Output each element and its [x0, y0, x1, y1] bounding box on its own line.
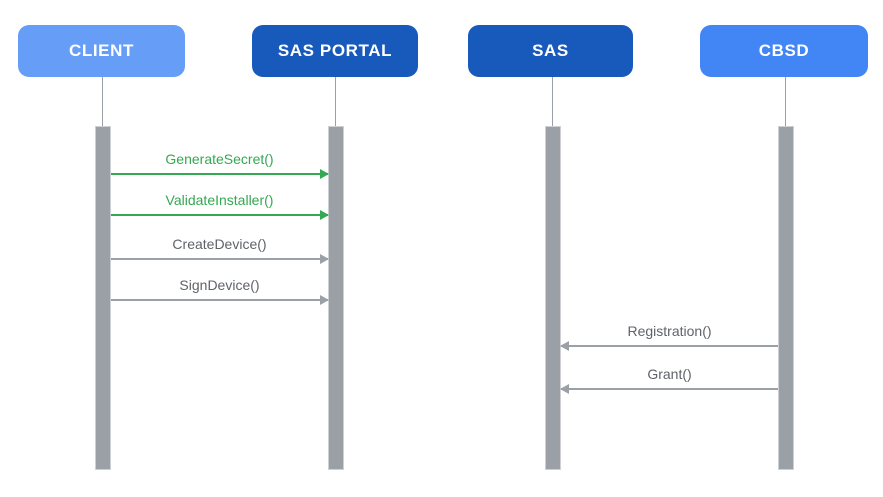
- message-label: SignDevice(): [179, 277, 260, 293]
- message-generate-secret: GenerateSecret(): [111, 151, 329, 179]
- actor-box-sas-portal: SAS PORTAL: [252, 25, 418, 77]
- message-registration: Registration(): [560, 323, 778, 351]
- message-label: CreateDevice(): [172, 236, 267, 252]
- message-label: ValidateInstaller(): [165, 192, 274, 208]
- message-validate-installer: ValidateInstaller(): [111, 192, 329, 220]
- arrowhead-left-icon: [560, 341, 569, 351]
- message-arrow-line: [111, 254, 329, 264]
- actor-box-cbsd: CBSD: [700, 25, 868, 77]
- message-arrow-line: [560, 384, 778, 394]
- message-arrow-line: [111, 169, 329, 179]
- activation-bar-client: [95, 126, 111, 470]
- message-label: Grant(): [647, 366, 692, 382]
- arrowhead-left-icon: [560, 384, 569, 394]
- actor-box-client: CLIENT: [18, 25, 185, 77]
- message-create-device: CreateDevice(): [111, 236, 329, 264]
- lifeline-cbsd: [785, 77, 786, 126]
- lifeline-client: [102, 77, 103, 126]
- activation-bar-sas: [545, 126, 561, 470]
- message-label: GenerateSecret(): [165, 151, 274, 167]
- actor-box-sas: SAS: [468, 25, 633, 77]
- lifeline-sas: [552, 77, 553, 126]
- arrowhead-right-icon: [320, 254, 329, 264]
- activation-bar-cbsd: [778, 126, 794, 470]
- arrowhead-right-icon: [320, 169, 329, 179]
- message-arrow-line: [111, 295, 329, 305]
- message-grant: Grant(): [560, 366, 778, 394]
- activation-bar-sas-portal: [328, 126, 344, 470]
- arrowhead-right-icon: [320, 210, 329, 220]
- arrowhead-right-icon: [320, 295, 329, 305]
- lifeline-sas-portal: [335, 77, 336, 126]
- message-label: Registration(): [627, 323, 712, 339]
- message-arrow-line: [111, 210, 329, 220]
- message-arrow-line: [560, 341, 778, 351]
- message-sign-device: SignDevice(): [111, 277, 329, 305]
